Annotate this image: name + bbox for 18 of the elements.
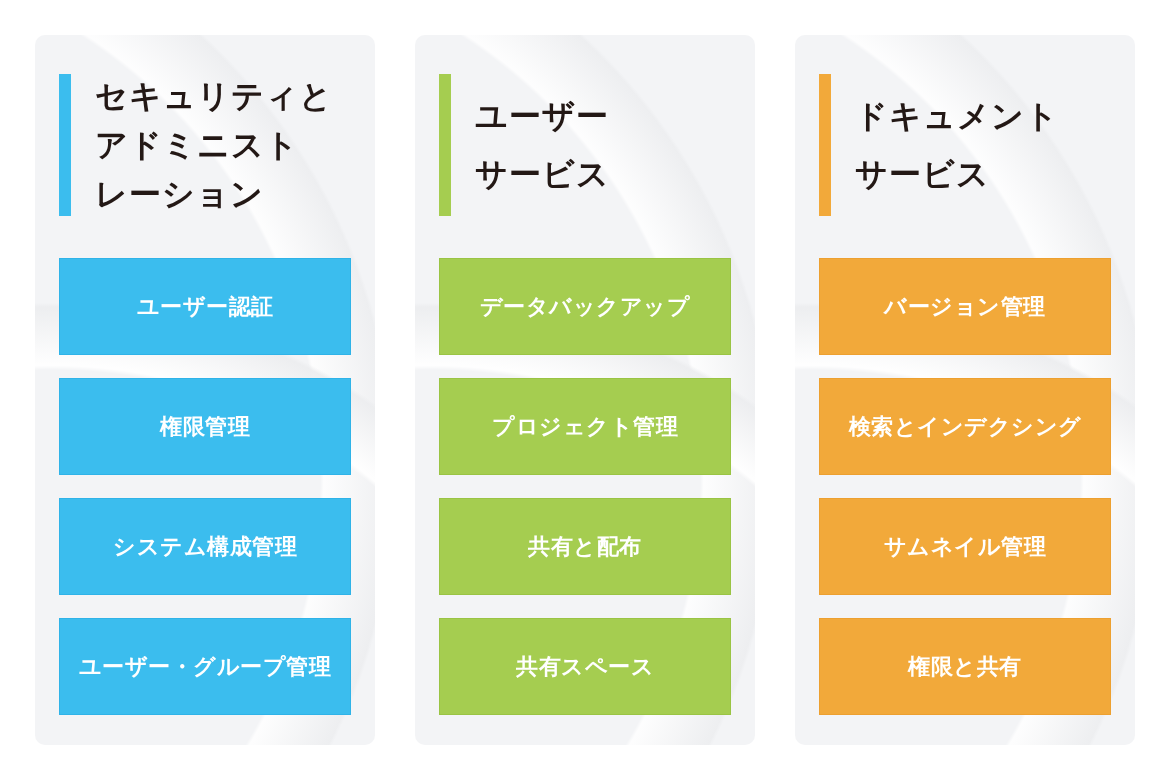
service-box: 共有スペース	[439, 618, 731, 715]
panel-heading: ユーザーサービス	[475, 97, 610, 193]
service-box: システム構成管理	[59, 498, 351, 595]
panel-heading: セキュリティとアドミニストレーション	[95, 76, 333, 213]
service-box: 権限と共有	[819, 618, 1111, 715]
service-box: サムネイル管理	[819, 498, 1111, 595]
service-box: ユーザー・グループ管理	[59, 618, 351, 715]
service-box: プロジェクト管理	[439, 378, 731, 475]
service-box: 共有と配布	[439, 498, 731, 595]
service-box: バージョン管理	[819, 258, 1111, 355]
service-panel	[415, 35, 755, 745]
panel-heading: ドキュメントサービス	[855, 97, 1059, 193]
service-box: ユーザー認証	[59, 258, 351, 355]
service-panel	[795, 35, 1135, 745]
service-box: データバックアップ	[439, 258, 731, 355]
service-box: 権限管理	[59, 378, 351, 475]
service-box: 検索とインデクシング	[819, 378, 1111, 475]
service-panel	[35, 35, 375, 745]
